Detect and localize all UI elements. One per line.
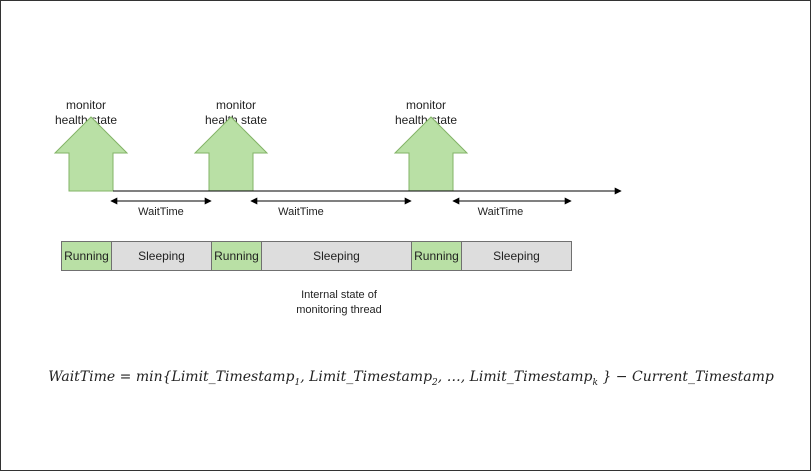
monitor-label-line1: monitor (65, 98, 106, 112)
formula-comma: , (300, 369, 310, 385)
formula-term: Limit_Timestamp (309, 369, 433, 385)
monitor-label-line1: monitor (215, 98, 256, 112)
formula-rhs: Current_Timestamp (632, 369, 774, 385)
formula-term: Limit_Timestamp (171, 369, 295, 385)
state-segment-running: Running (61, 241, 112, 271)
formula-comma: , (460, 369, 470, 385)
formula-open-brace: { (162, 369, 172, 385)
wait-time-label-3: WaitTime (477, 206, 524, 218)
state-segment-sleeping: Sleeping (461, 241, 572, 271)
formula-ellipsis: … (446, 369, 461, 385)
monitor-label-line2: health state (394, 113, 458, 127)
state-segment-sleeping: Sleeping (261, 241, 412, 271)
wait-time-label-1: WaitTime (138, 206, 184, 218)
monitor-label-2: monitor health state (200, 98, 272, 128)
formula-lhs: WaitTime (48, 369, 116, 385)
up-arrow-icon (393, 116, 469, 192)
state-segment-running: Running (411, 241, 462, 271)
formula-sub-k: k (592, 377, 598, 388)
state-segment-sleeping: Sleeping (111, 241, 212, 271)
formula-minus: − (611, 369, 632, 385)
formula-sub-2: 2 (432, 377, 438, 388)
formula-term: Limit_Timestamp (469, 369, 593, 385)
caption-line2: monitoring thread (296, 304, 382, 316)
formula-comma: , (437, 369, 447, 385)
formula-sub-1: 1 (294, 377, 301, 388)
formula-fn: min (135, 369, 163, 385)
caption-line1: Internal state of (301, 289, 377, 301)
up-arrow-icon (53, 116, 129, 192)
monitor-label-line1: monitor (405, 98, 446, 112)
formula-equals: = (115, 369, 136, 385)
monitor-label-3: monitor health state (390, 98, 462, 128)
monitor-label-line2: health state (204, 113, 268, 127)
state-segment-running: Running (211, 241, 262, 271)
monitor-label-1: monitor health state (51, 98, 121, 128)
wait-time-formula: WaitTime = min{Limit_Timestamp1, Limit_T… (41, 369, 781, 388)
up-arrow-icon (193, 116, 269, 192)
wait-time-label-2: WaitTime (278, 206, 324, 218)
monitor-label-line2: health state (54, 113, 118, 127)
thread-state-caption: Internal state of monitoring thread (269, 288, 409, 318)
formula-close-brace: } (598, 369, 612, 385)
